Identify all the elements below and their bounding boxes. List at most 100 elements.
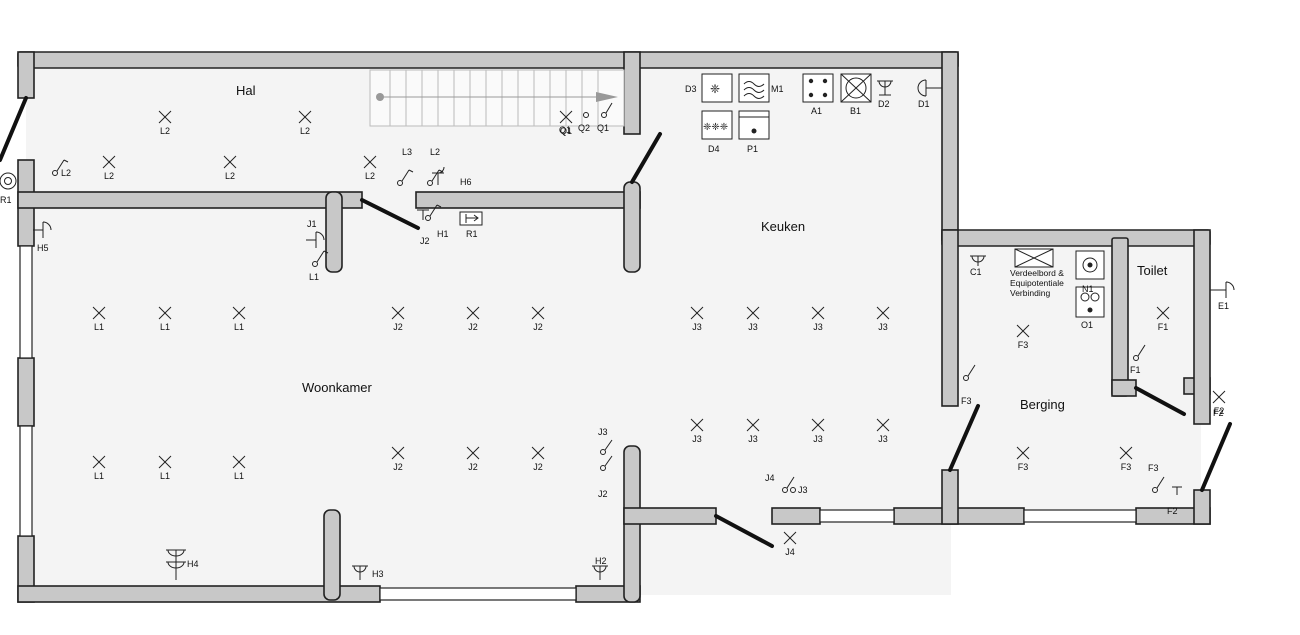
floor-area [26, 60, 1201, 595]
doors [0, 96, 1232, 548]
light-label-j3: J3 [878, 434, 888, 444]
symbol-label-d3: D3 [685, 84, 697, 94]
distribution-board [0, 172, 1105, 318]
light-label-q1: Q1 [560, 126, 572, 136]
light-label-j2: J2 [533, 462, 543, 472]
symbol-label-f3: F3 [961, 396, 972, 406]
symbol-label-o1: O1 [1081, 320, 1093, 330]
light-point-l2: L2 [223, 155, 237, 181]
symbol-label-q2: Q2 [578, 123, 590, 133]
light-label-l2: L2 [104, 171, 114, 181]
outlets [33, 79, 1235, 580]
symbol-label-h1: H1 [437, 229, 449, 239]
symbol-label-p1: P1 [747, 144, 758, 154]
symbol-label-d2: D2 [878, 99, 890, 109]
light-label-l2: L2 [225, 171, 235, 181]
symbol-label-f2: F2 [1213, 408, 1224, 418]
light-point-j3: J3 [746, 306, 760, 332]
light-label-f1: F1 [1158, 322, 1169, 332]
symbol-label-h3: H3 [372, 569, 384, 579]
symbol-label-h5: H5 [37, 243, 49, 253]
symbol-label-d4: D4 [708, 144, 720, 154]
symbol-label-j3: J3 [798, 485, 808, 495]
walls [17, 51, 1211, 603]
light-point-l1: L1 [92, 455, 106, 481]
light-label-j2: J2 [533, 322, 543, 332]
light-point-l2: L2 [363, 155, 377, 181]
light-label-l1: L1 [234, 471, 244, 481]
light-point-l1: L1 [232, 306, 246, 332]
symbol-label-j2: J2 [420, 236, 430, 246]
svg-text:❈❈❈: ❈❈❈ [703, 122, 728, 133]
light-point-j3: J3 [746, 418, 760, 444]
light-label-j3: J3 [692, 322, 702, 332]
light-point-j3: J3 [690, 306, 704, 332]
light-label-j3: J3 [748, 434, 758, 444]
symbol-label-e1: E1 [1218, 301, 1229, 311]
room-label-toilet: Toilet [1137, 263, 1168, 278]
symbol-label-h4: H4 [187, 559, 199, 569]
symbol-label-q1: Q1 [597, 123, 609, 133]
windows [19, 245, 1137, 601]
light-point-j3: J3 [690, 418, 704, 444]
switches [52, 102, 1165, 493]
light-point-j3: J3 [876, 306, 890, 332]
verdeelbord-line-2: Equipotentiale [1010, 278, 1064, 288]
symbol-label-n1: N1 [1082, 284, 1094, 294]
light-label-f3: F3 [1018, 340, 1029, 350]
light-label-l1: L1 [160, 471, 170, 481]
symbol-label-l3: L3 [402, 147, 412, 157]
light-point-f2: F2 [1212, 390, 1226, 416]
symbol-label-m1: M1 [771, 84, 784, 94]
symbol-label-l1: L1 [309, 272, 319, 282]
light-point-j2: J2 [531, 306, 545, 332]
light-point-j4: J4 [783, 531, 797, 557]
light-label-j2: J2 [468, 322, 478, 332]
staircase [369, 69, 625, 127]
light-point-q1: Q1 [559, 110, 573, 136]
symbol-label-q1: Q1 [559, 125, 571, 135]
light-point-l1: L1 [92, 306, 106, 332]
light-point-f1: F1 [1156, 306, 1170, 332]
light-point-j3: J3 [876, 418, 890, 444]
light-label-l2: L2 [300, 126, 310, 136]
symbol-label-f2: F2 [1167, 506, 1178, 516]
symbol-label-l2: L2 [430, 147, 440, 157]
light-point-l2: L2 [158, 110, 172, 136]
light-label-j3: J3 [878, 322, 888, 332]
light-point-j3: J3 [811, 418, 825, 444]
symbol-label-f3: F3 [1148, 463, 1159, 473]
light-point-l1: L1 [158, 306, 172, 332]
symbol-label-j1: J1 [307, 219, 317, 229]
light-point-l2: L2 [298, 110, 312, 136]
svg-text:❈: ❈ [710, 82, 720, 96]
light-point-j2: J2 [466, 306, 480, 332]
light-point-j3: J3 [811, 306, 825, 332]
light-label-f2: F2 [1214, 406, 1225, 416]
light-point-f3: F3 [1016, 446, 1030, 472]
symbol-label-b1: B1 [850, 106, 861, 116]
room-label-woonkamer: Woonkamer [302, 380, 373, 395]
symbol-label-h2: H2 [595, 556, 607, 566]
symbol-label-c1: C1 [970, 267, 982, 277]
light-label-l1: L1 [160, 322, 170, 332]
symbol-label-l2: L2 [61, 168, 71, 178]
light-label-j4: J4 [785, 547, 795, 557]
symbol-label-j3: J3 [598, 427, 608, 437]
light-point-l1: L1 [232, 455, 246, 481]
light-label-l1: L1 [234, 322, 244, 332]
light-point-l1: L1 [158, 455, 172, 481]
light-label-j2: J2 [393, 322, 403, 332]
light-point-j2: J2 [466, 446, 480, 472]
room-label-berging: Berging [1020, 397, 1065, 412]
symbol-label-d1: D1 [918, 99, 930, 109]
symbol-label-r1: R1 [466, 229, 478, 239]
light-label-j3: J3 [748, 322, 758, 332]
light-point-j2: J2 [531, 446, 545, 472]
light-label-l2: L2 [365, 171, 375, 181]
symbol-label-r1: R1 [0, 195, 12, 205]
light-label-j3: J3 [813, 322, 823, 332]
